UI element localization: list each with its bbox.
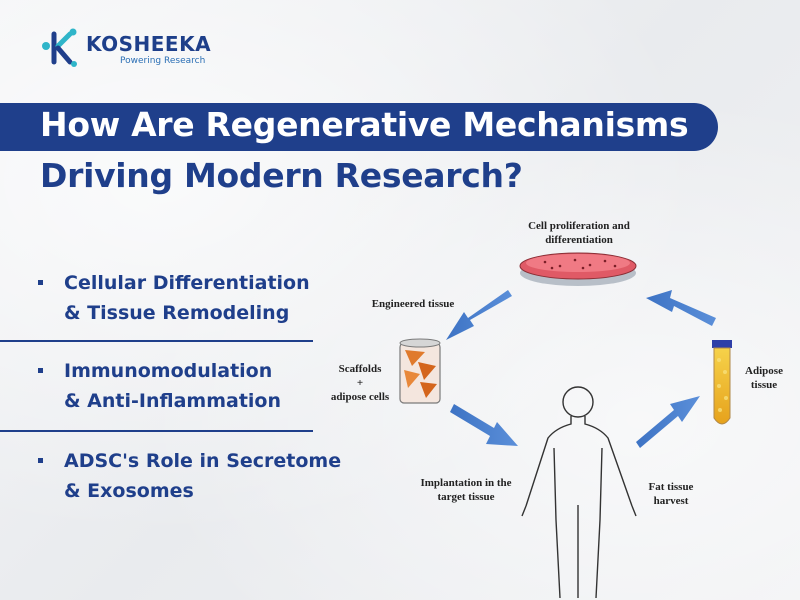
label-adipose-tissue: Adipose tissue bbox=[745, 365, 783, 391]
kosheeka-logo-icon bbox=[42, 28, 77, 67]
label-engineered-tissue: Engineered tissue bbox=[371, 298, 455, 310]
bullet-marker-icon bbox=[38, 368, 43, 373]
test-tube-icon bbox=[712, 340, 732, 425]
bullet-text-2a: Immunomodulation bbox=[64, 360, 273, 382]
brand-tagline: Powering Research bbox=[120, 56, 206, 66]
cycle-arrow-icon bbox=[446, 290, 716, 448]
bullet-text-1b: & Tissue Remodeling bbox=[64, 302, 290, 324]
label-implantation: Implantation in the target tissue bbox=[420, 477, 512, 503]
petri-dish-icon bbox=[519, 252, 637, 286]
bullet-text-1a: Cellular Differentiation bbox=[64, 272, 310, 294]
label-fat-harvest: Fat tissue harvest bbox=[648, 481, 694, 507]
scaffold-jar-icon bbox=[399, 338, 441, 404]
bullet-marker-icon bbox=[38, 280, 43, 285]
human-figure-icon bbox=[521, 386, 637, 599]
label-cell-proliferation: Cell proliferation and differentiation bbox=[528, 220, 630, 246]
bullet-text-3b: & Exosomes bbox=[64, 480, 194, 502]
bullet-text-2b: & Anti-Inflammation bbox=[64, 390, 281, 412]
label-scaffolds-adipose-cells: Scaffolds + adipose cells bbox=[330, 363, 390, 403]
brand-logo: KOSHEEKA Powering Research bbox=[40, 26, 240, 70]
bullet-marker-icon bbox=[38, 458, 43, 463]
headline-bar bbox=[0, 103, 718, 151]
headline-line-2: Driving Modern Research? bbox=[40, 156, 523, 195]
bullet-divider-2 bbox=[0, 430, 313, 432]
headline-line-1: How Are Regenerative Mechanisms bbox=[40, 105, 689, 144]
brand-name: KOSHEEKA bbox=[86, 32, 212, 56]
bullet-text-3a: ADSC's Role in Secretome bbox=[64, 450, 342, 472]
bullet-divider-1 bbox=[0, 340, 313, 342]
